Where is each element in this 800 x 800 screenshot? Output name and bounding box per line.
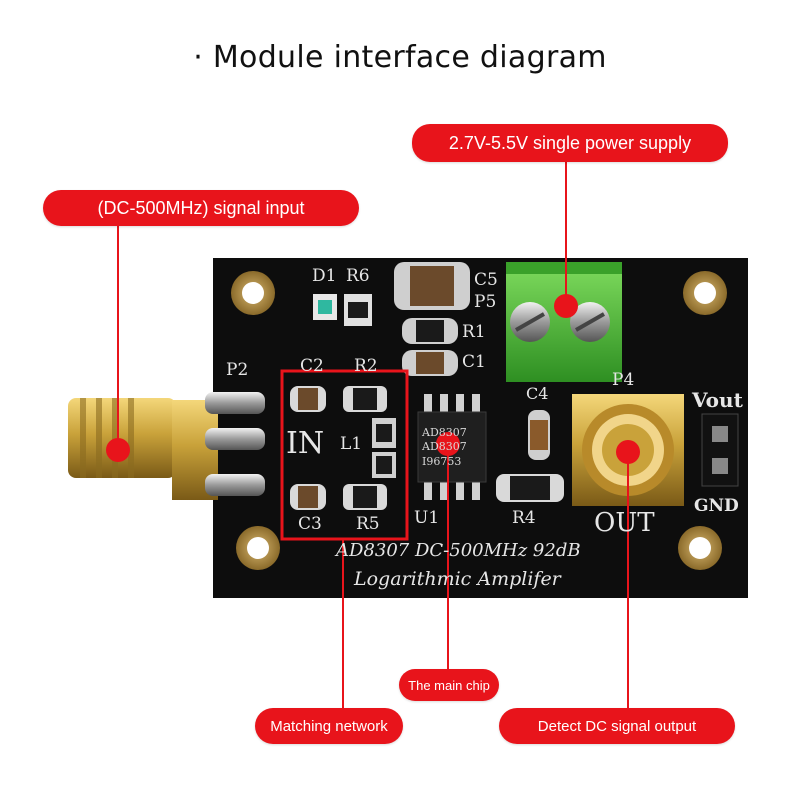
mounting-hole-top-left	[231, 271, 275, 315]
callout-power-supply: 2.7V-5.5V single power supply	[412, 124, 728, 162]
board-text-line2: Logarithmic Amplifer	[354, 568, 561, 590]
mounting-hole-top-right	[683, 271, 727, 315]
pointer-dot-input	[106, 438, 130, 462]
label-r5: R5	[356, 514, 380, 534]
label-c5: C5	[474, 270, 498, 290]
callout-power-supply-text: 2.7V-5.5V single power supply	[448, 132, 692, 153]
label-p2: P2	[226, 360, 249, 380]
label-r6: R6	[346, 266, 370, 286]
screw-terminal	[506, 262, 622, 382]
resistor-r4	[496, 474, 564, 502]
label-c2: C2	[300, 356, 324, 376]
label-c4: C4	[526, 384, 549, 403]
label-c1: C1	[462, 352, 486, 372]
chip-marking-line2: AD8307	[422, 440, 467, 453]
capacitor-c1	[402, 350, 458, 376]
label-gnd: GND	[694, 496, 739, 516]
header-pins	[701, 413, 739, 487]
label-d1: D1	[312, 266, 337, 286]
label-u1: U1	[414, 508, 440, 528]
callout-matching-network: Matching network	[255, 708, 403, 744]
label-l1: L1	[340, 434, 363, 454]
label-vout: Vout	[692, 388, 743, 412]
label-r4: R4	[512, 508, 536, 528]
pointer-dot-chip	[436, 432, 460, 456]
label-p4: P4	[612, 370, 635, 390]
label-c3: C3	[298, 514, 322, 534]
callout-dc-output: Detect DC signal output	[499, 708, 735, 744]
chip-marking-line1: AD8307	[422, 426, 467, 439]
callout-main-chip-text: The main chip	[408, 677, 490, 693]
callout-signal-input: (DC-500MHz) signal input	[43, 190, 359, 226]
callout-signal-input-text: (DC-500MHz) signal input	[97, 197, 305, 218]
label-r2: R2	[354, 356, 378, 376]
callout-matching-network-text: Matching network	[270, 717, 388, 735]
matching-network-outline	[280, 369, 409, 541]
label-p5: P5	[474, 292, 497, 312]
page-title: · Module interface diagram	[193, 40, 607, 75]
pointer-dot-output	[616, 440, 640, 464]
label-out: OUT	[594, 508, 655, 538]
label-r1: R1	[462, 322, 486, 342]
chip-marking-line3: I96753	[422, 455, 462, 468]
board-text-line1: AD8307 DC-500MHz 92dB	[336, 540, 581, 561]
capacitor-c4	[528, 410, 550, 460]
label-in: IN	[286, 426, 325, 461]
sma-connector	[68, 392, 265, 500]
resistor-r1	[402, 318, 458, 344]
capacitor-c5	[394, 262, 470, 310]
pointer-dot-power	[554, 294, 578, 318]
callout-main-chip: The main chip	[399, 669, 499, 701]
mounting-hole-bottom-left	[236, 526, 280, 570]
callout-dc-output-text: Detect DC signal output	[537, 717, 697, 735]
mounting-hole-bottom-right	[678, 526, 722, 570]
